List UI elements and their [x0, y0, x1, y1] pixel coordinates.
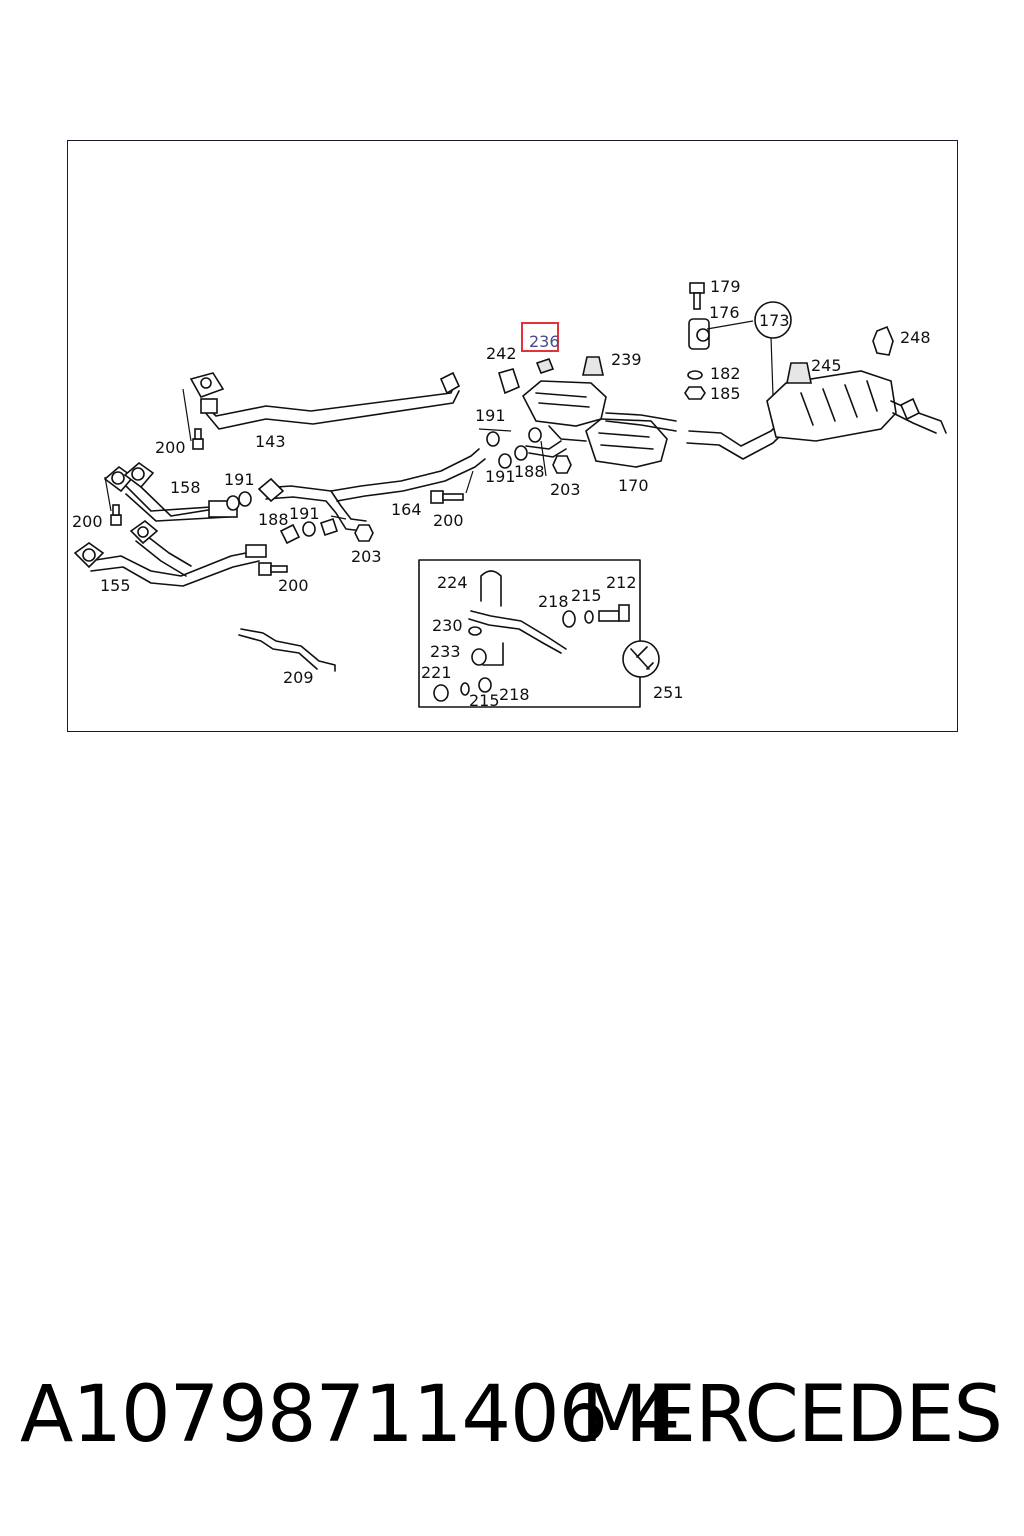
callout-245: 245	[811, 356, 842, 375]
callout-203-b: 203	[351, 547, 382, 566]
callout-191-b: 191	[485, 467, 516, 486]
callout-164: 164	[391, 500, 422, 519]
callout-170: 170	[618, 476, 649, 495]
leader-lines	[104, 320, 774, 520]
callout-188-a: 188	[514, 462, 545, 481]
callout-191-c: 191	[224, 470, 255, 489]
callout-191-a: 191	[475, 406, 506, 425]
callout-251: 251	[653, 683, 684, 702]
callout-224: 224	[437, 573, 468, 592]
callout-230: 230	[432, 616, 463, 635]
exhaust-system-diagram: 143 155 158 164 170 173 176 179 182 185 …	[72, 277, 947, 710]
parts-diagram-frame: 143 155 158 164 170 173 176 179 182 185 …	[67, 140, 958, 732]
callout-158: 158	[170, 478, 201, 497]
callout-248: 248	[900, 328, 931, 347]
callout-212: 212	[606, 573, 637, 592]
wrench-icon	[622, 640, 660, 678]
brand-name: MERCEDES	[580, 1370, 1003, 1460]
callout-173-circle	[754, 301, 792, 339]
inset-box	[418, 559, 641, 708]
callout-182: 182	[710, 364, 741, 383]
callout-203-a: 203	[550, 480, 581, 499]
callout-176: 176	[709, 303, 740, 322]
callout-179: 179	[710, 277, 741, 296]
callout-200-c: 200	[433, 511, 464, 530]
rear-muffler-173	[686, 370, 947, 460]
front-pipe-158	[103, 461, 238, 522]
highlight-box-236	[521, 322, 559, 352]
callout-labels: 143 155 158 164 170 173 176 179 182 185 …	[72, 277, 931, 710]
callout-185: 185	[710, 384, 741, 403]
callout-239: 239	[611, 350, 642, 369]
callout-155: 155	[100, 576, 131, 595]
callout-188-b: 188	[258, 510, 289, 529]
front-muffler-170	[521, 380, 677, 468]
callout-173: 173	[759, 311, 790, 330]
part-number: A10798711406 4	[20, 1370, 681, 1460]
callout-242: 242	[486, 344, 517, 363]
intermediate-pipe-164	[257, 448, 486, 532]
callout-200-d: 200	[278, 576, 309, 595]
front-pipe-155	[73, 519, 267, 587]
callout-200-a: 200	[155, 438, 186, 457]
callout-215-b: 215	[469, 691, 500, 710]
front-pipe-143	[189, 371, 461, 430]
callout-209: 209	[283, 668, 314, 687]
callout-218-a: 218	[538, 592, 569, 611]
callout-233: 233	[430, 642, 461, 661]
callout-236: 236	[529, 332, 560, 351]
footer: A10798711406 4 MERCEDES	[0, 1370, 1024, 1480]
callout-215-a: 215	[571, 586, 602, 605]
callout-218-b: 218	[499, 685, 530, 704]
callout-200-b: 200	[72, 512, 103, 531]
callout-143: 143	[255, 432, 286, 451]
hardware-parts	[110, 282, 894, 672]
callout-191-d: 191	[289, 504, 320, 523]
callout-221: 221	[421, 663, 452, 682]
